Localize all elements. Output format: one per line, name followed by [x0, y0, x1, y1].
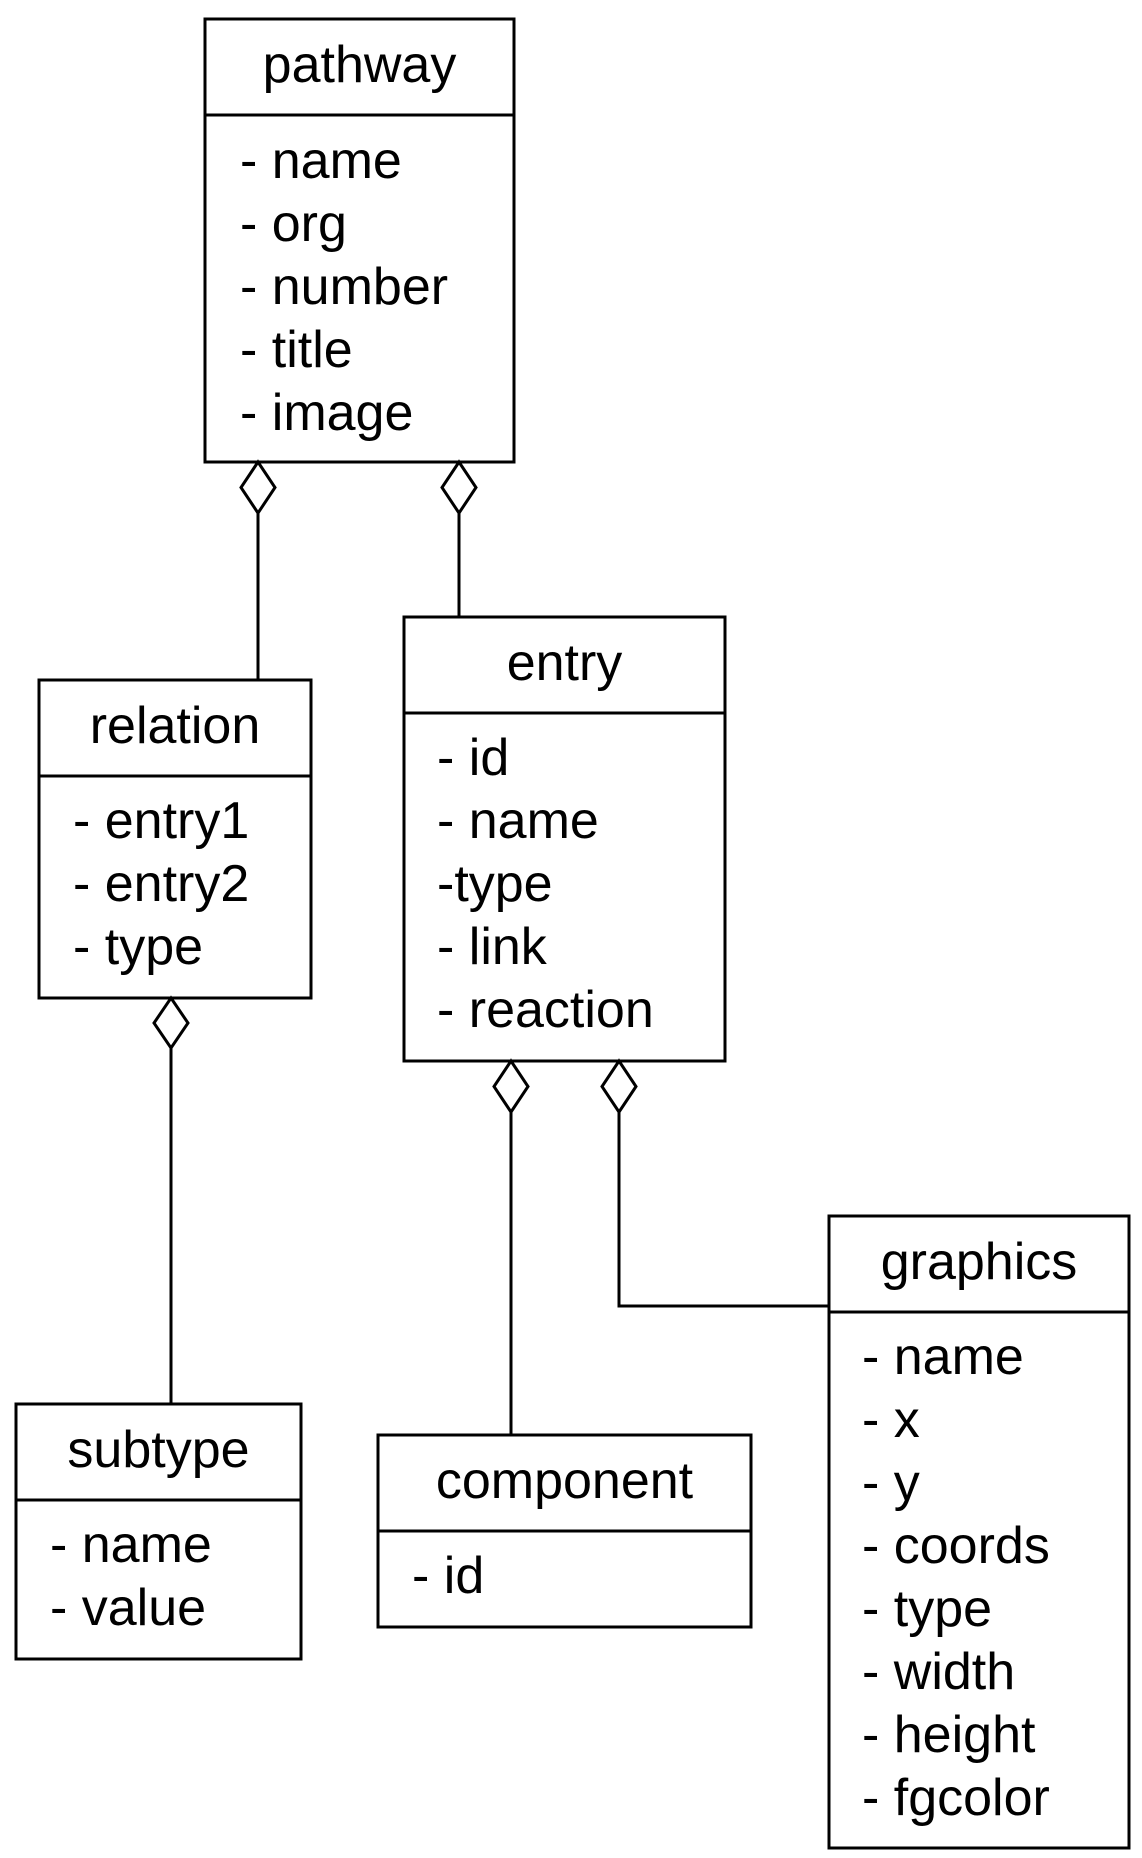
class-entry-attribute: - name — [437, 792, 599, 850]
connectors — [169, 513, 829, 1435]
class-entry-box — [402, 615, 727, 1063]
class-relation-attribute: - entry1 — [73, 792, 249, 850]
class-entry-attribute: -type — [437, 855, 553, 913]
aggregation-diamond-entry-graphics — [600, 1058, 638, 1115]
class-relation-attribute: - entry2 — [73, 855, 249, 913]
class-pathway-attribute: - title — [240, 321, 353, 379]
aggregation-diamond-pathway-entry — [440, 459, 478, 516]
aggregation-diamond-relation-subtype — [152, 995, 190, 1051]
class-relation-attribute: - type — [73, 918, 203, 976]
class-relation-title: relation — [90, 697, 261, 755]
class-pathway: pathway - name - org - number - title - … — [203, 17, 516, 464]
class-entry-attribute: - id — [437, 729, 509, 787]
class-entry-title: entry — [507, 634, 623, 692]
class-graphics-attribute: - fgcolor — [862, 1769, 1050, 1827]
class-subtype-title: subtype — [67, 1421, 249, 1479]
class-pathway-attribute: - number — [240, 258, 448, 316]
class-component-title: component — [436, 1452, 694, 1510]
class-entry-attribute: - reaction — [437, 981, 654, 1039]
class-graphics-attribute: - width — [862, 1643, 1015, 1701]
class-pathway-attribute: - name — [240, 132, 402, 190]
class-relation: relation - entry1 - entry2 - type — [37, 678, 313, 1000]
class-graphics-attribute: - name — [862, 1328, 1024, 1386]
class-relation-box — [37, 678, 313, 1000]
class-graphics-attribute: - type — [862, 1580, 992, 1638]
class-pathway-attribute: - org — [240, 195, 347, 253]
class-graphics: graphics - name - x - y - coords - type … — [827, 1214, 1131, 1850]
class-pathway-box — [203, 17, 516, 464]
aggregation-markers — [152, 459, 638, 1115]
aggregation-diamond-entry-component — [492, 1058, 530, 1115]
class-graphics-attribute: - height — [862, 1706, 1036, 1764]
class-entry: entry - id - name -type - link - reactio… — [402, 615, 727, 1063]
class-subtype-box — [14, 1402, 303, 1661]
class-graphics-attribute: - x — [862, 1391, 920, 1449]
class-graphics-box — [827, 1214, 1131, 1850]
class-subtype-attribute: - value — [50, 1579, 206, 1637]
class-component-attribute: - id — [412, 1547, 484, 1605]
class-graphics-title: graphics — [881, 1233, 1078, 1291]
class-subtype-attribute: - name — [50, 1516, 212, 1574]
class-entry-attribute: - link — [437, 918, 548, 976]
class-pathway-attribute: - image — [240, 384, 413, 442]
class-component: component - id — [376, 1433, 753, 1629]
aggregation-diamond-pathway-relation — [239, 459, 277, 516]
class-graphics-attribute: - coords — [862, 1517, 1050, 1575]
class-graphics-attribute: - y — [862, 1454, 920, 1512]
class-subtype: subtype - name - value — [14, 1402, 303, 1661]
edge-entry-graphics — [617, 1112, 829, 1308]
class-pathway-title: pathway — [263, 36, 457, 94]
